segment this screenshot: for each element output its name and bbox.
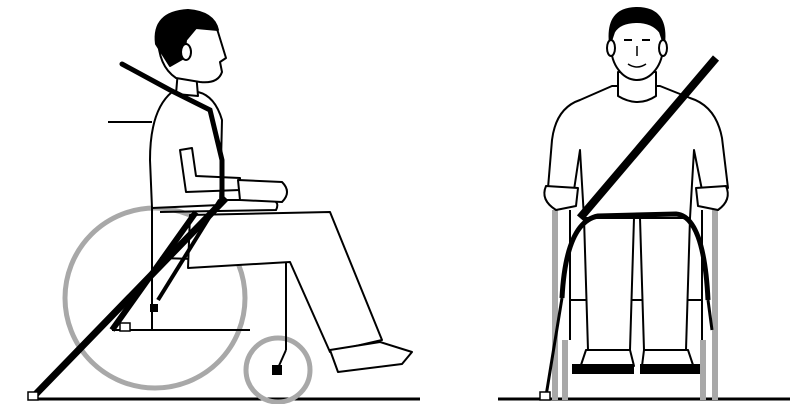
front-right-footrest: [640, 364, 700, 374]
side-person-hand: [238, 180, 287, 202]
front-floor-anchor: [540, 392, 550, 400]
side-floor-belt-anchor: [28, 392, 38, 400]
front-person: [544, 8, 728, 368]
front-right-wheel: [712, 210, 718, 400]
side-person: [150, 10, 412, 372]
side-caster-hub: [272, 365, 282, 375]
side-view-panel: [28, 10, 420, 402]
front-person-left-leg: [584, 218, 634, 350]
front-belt-to-floor-right: [708, 300, 712, 330]
side-floor-anchor: [120, 323, 130, 331]
front-view-panel: [498, 8, 790, 400]
front-person-left-hand: [544, 186, 578, 210]
front-person-right-leg: [640, 218, 690, 350]
side-anchor-point: [150, 304, 158, 312]
front-right-caster: [700, 340, 706, 400]
side-lap-belt-2: [112, 212, 196, 330]
front-left-caster: [562, 340, 568, 400]
front-left-wheel: [552, 210, 558, 400]
front-person-right-hand: [696, 186, 728, 210]
front-left-footrest: [572, 364, 634, 374]
